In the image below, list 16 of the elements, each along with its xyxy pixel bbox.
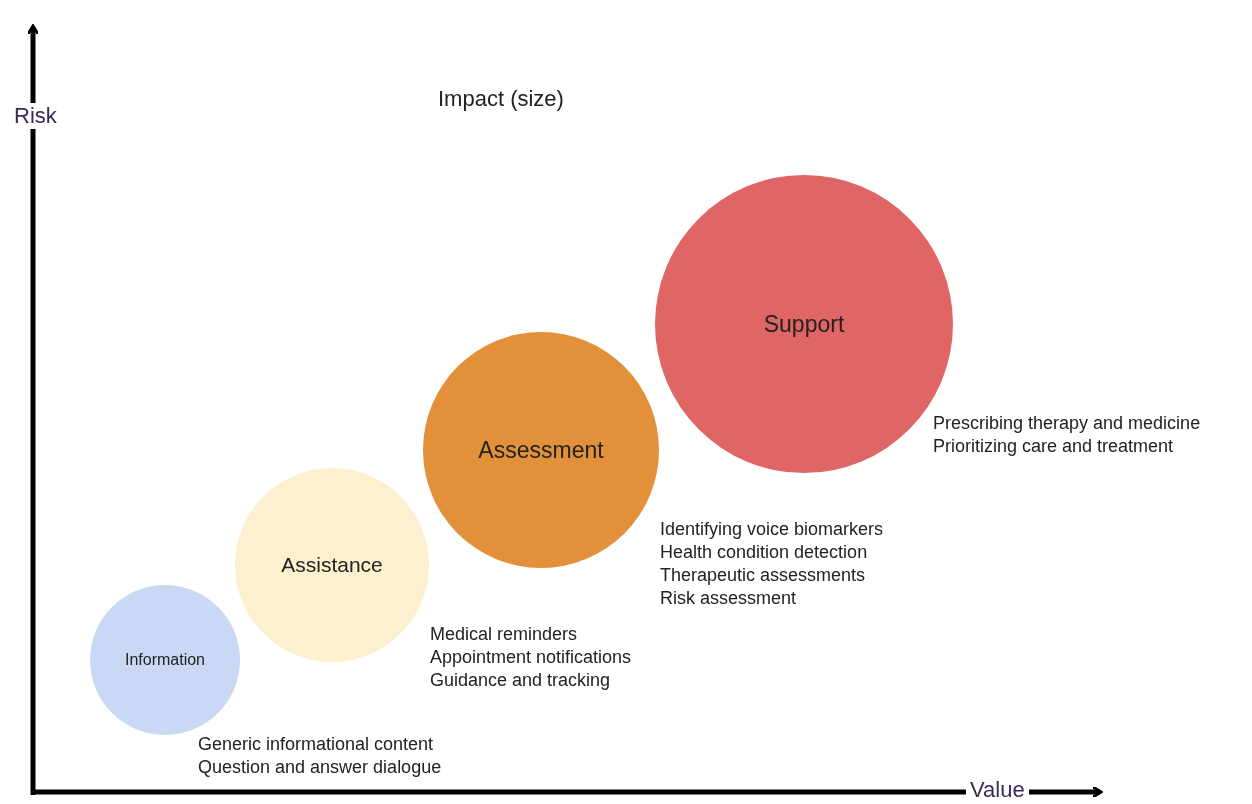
bubble-label: Assessment (478, 436, 604, 464)
description-text: Medical reminders (430, 623, 578, 646)
description-text: Prioritizing care and treatment (933, 435, 1174, 458)
description-text: Appointment notifications (430, 646, 632, 669)
bubble-label: Assistance (281, 553, 383, 577)
bubble-label: Support (763, 310, 845, 338)
description-text: Prescribing therapy and medicine (933, 412, 1201, 435)
description-text: Therapeutic assessments (660, 564, 866, 587)
bubble-label: Information (124, 651, 205, 669)
description-text: Risk assessment (660, 587, 797, 610)
description-text: Question and answer dialogue (198, 756, 442, 779)
description-text: Health condition detection (660, 541, 868, 564)
description-text: Guidance and tracking (430, 669, 611, 692)
description-text: Generic informational content (198, 733, 434, 756)
chart-title: Impact (size) (438, 86, 564, 112)
description-text: Identifying voice biomarkers (660, 518, 884, 541)
